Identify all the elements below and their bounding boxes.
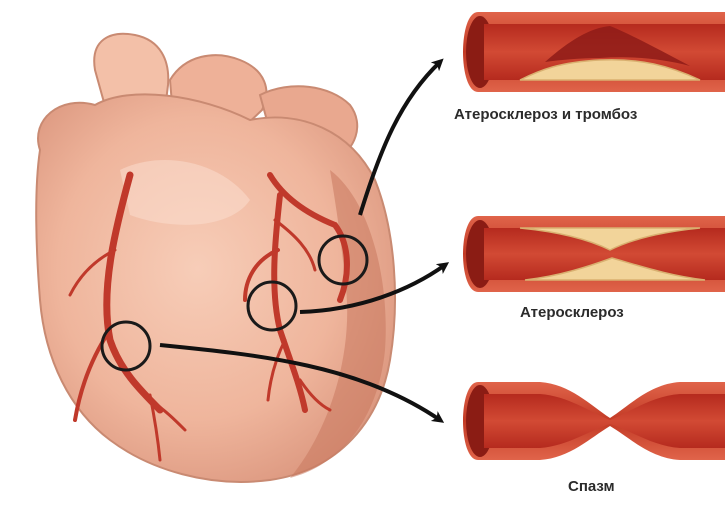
heart (36, 34, 395, 482)
label-atherosclerosis: Атеросклероз (520, 304, 624, 321)
vessel-spasm (463, 382, 725, 460)
label-atherosclerosis-thrombosis: Атеросклероз и тромбоз (454, 106, 637, 123)
vessel-spasm-lumen (484, 394, 725, 448)
label-spasm: Спазм (568, 478, 615, 495)
vessel-atherosclerosis (463, 216, 725, 292)
vessel-thrombosis (463, 12, 725, 92)
